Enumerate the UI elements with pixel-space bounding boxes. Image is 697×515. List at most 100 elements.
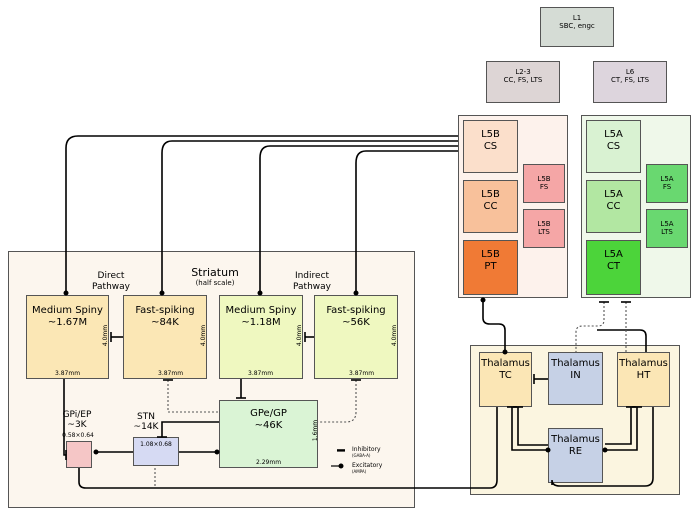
gpi-label: GPi/EP ~3K [54, 410, 100, 430]
ht-to-re-line [605, 407, 638, 451]
fs-direct-width: 3.87mm [158, 370, 184, 377]
indirect-pathway-label: Indirect Pathway [286, 271, 338, 293]
striatum-scale: (half scale) [195, 279, 235, 287]
thal-in-type: IN [570, 370, 581, 381]
ht-to-cortex-line [597, 329, 647, 352]
thal-re-type: RE [568, 446, 583, 457]
l5a-ct-box: L5A CT [586, 240, 641, 295]
l5b-lts-type: LTS [538, 228, 550, 236]
msn-direct-box: Medium Spiny ~1.67M 3.87mm 4.0mm [26, 295, 109, 379]
fs-indirect-name: Fast-spiking [326, 305, 386, 316]
cortex-l6-box: L6 CT, FS, LTS [593, 61, 667, 103]
fs1-to-gpe-dotted [167, 380, 219, 413]
re-to-ht-line [605, 407, 632, 445]
cortex-l23-box: L2-3 CC, FS, LTS [486, 61, 560, 103]
l5a-cc-label: L5A [604, 189, 623, 200]
cortex-to-msn-indirect-line [259, 145, 458, 295]
l5b-fs-label: L5B [537, 175, 551, 183]
fs-direct-name: Fast-spiking [135, 305, 195, 316]
re-to-tc-line [517, 407, 548, 446]
msn-to-gpi-line [63, 379, 66, 456]
gpi-to-thalamus-line [78, 407, 498, 489]
legend-inhibitory: Inhibitory (GABA-A) [352, 446, 381, 458]
cortex-to-in-dotted [575, 302, 605, 352]
l1-title: L1 [572, 14, 582, 22]
l6-title: L6 [625, 68, 635, 76]
thal-tc-type: TC [499, 370, 512, 381]
stn-count: ~14K [133, 422, 159, 432]
l5b-lts-label: L5B [537, 220, 551, 228]
gpe-width: 2.29mm [256, 459, 282, 466]
msn-indirect-box: Medium Spiny ~1.18M 3.87mm 4.0mm [219, 295, 303, 379]
l23-title: L2-3 [515, 68, 531, 76]
direct-label-1: Direct [97, 271, 125, 281]
fs2-to-gpe-dotted [318, 380, 357, 423]
legend-excitatory: Excitatory (AMPA) [352, 462, 382, 474]
legend-excit-label: Excitatory [352, 462, 383, 469]
l5a-cs-label: L5A [604, 129, 623, 140]
thalamus-ht-box: Thalamus HT [617, 352, 670, 407]
legend-excit-sub: (AMPA) [352, 469, 367, 474]
l5b-cs-box: L5B CS [463, 120, 518, 173]
msn-direct-width: 3.87mm [55, 370, 81, 377]
cortex-to-fs-indirect-line [355, 150, 458, 295]
thal-in-label: Thalamus [551, 358, 600, 369]
thalamus-re-box: Thalamus RE [548, 428, 603, 483]
thal-ht-label: Thalamus [619, 358, 668, 369]
l5a-cs-box: L5A CS [586, 120, 641, 173]
l1-subtitle: SBC, engc [559, 22, 595, 30]
gpi-size: 0.58×0.64 [62, 432, 94, 439]
indirect-label-2: Pathway [293, 282, 331, 292]
stn-size: 1.08×0.68 [140, 441, 172, 448]
thal-ht-type: HT [636, 370, 651, 381]
l5b-cc-type: CC [483, 201, 498, 212]
l5b-pt-type: PT [484, 261, 497, 272]
msn-indirect-width: 3.87mm [248, 370, 274, 377]
l5b-cc-box: L5B CC [463, 180, 518, 233]
stn-label: STN ~14K [128, 412, 164, 432]
msn-indirect-name: Medium Spiny [225, 305, 297, 316]
l5a-lts-box: L5A LTS [646, 209, 688, 248]
l5b-cc-label: L5B [481, 189, 500, 200]
fs-direct-count: ~84K [151, 317, 179, 328]
l5a-cs-type: CS [606, 141, 621, 152]
gpi-box [66, 441, 92, 468]
indirect-label-1: Indirect [294, 271, 330, 281]
l23-subtitle: CC, FS, LTS [503, 76, 543, 84]
pt-to-tc-line [482, 298, 506, 352]
l5a-ct-label: L5A [604, 249, 623, 260]
thal-tc-label: Thalamus [481, 358, 530, 369]
ht-loop-line [551, 407, 654, 487]
legend-inhib-sub: (GABA-A) [352, 453, 371, 458]
l5b-fs-type: FS [539, 183, 549, 191]
l5b-pt-box: L5B PT [463, 240, 518, 295]
l6-subtitle: CT, FS, LTS [610, 76, 650, 84]
gpe-to-stn-line [161, 421, 219, 437]
gpe-name: GPe/GP [250, 408, 287, 419]
msn-direct-count: ~1.67M [47, 317, 88, 328]
l5a-fs-box: L5A FS [646, 164, 688, 203]
msn-indirect-count: ~1.18M [241, 317, 281, 328]
stn-name: STN [137, 412, 155, 422]
gpi-count: ~3K [67, 420, 87, 430]
thalamus-tc-box: Thalamus TC [479, 352, 532, 407]
thal-re-label: Thalamus [551, 434, 600, 445]
l5b-cs-label: L5B [481, 129, 500, 140]
l5b-fs-box: L5B FS [523, 164, 565, 203]
l5a-cc-type: CC [606, 201, 621, 212]
cortex-l1-box: L1 SBC, engc [540, 7, 614, 47]
l5a-cc-box: L5A CC [586, 180, 641, 233]
cortex-to-fs-direct-line [161, 140, 458, 295]
direct-pathway-label: Direct Pathway [86, 271, 136, 293]
tc-to-re-line [511, 407, 548, 451]
direct-label-2: Pathway [92, 282, 130, 292]
stn-box: 1.08×0.68 [133, 437, 179, 466]
thalamus-in-box: Thalamus IN [548, 352, 603, 405]
gpi-name: GPi/EP [62, 410, 92, 420]
l5a-lts-type: LTS [661, 228, 673, 236]
fs-indirect-count: ~56K [342, 317, 370, 328]
l5a-fs-type: FS [662, 183, 672, 191]
fs-indirect-width: 3.87mm [349, 370, 375, 377]
cortex-to-msn-direct-line [65, 135, 458, 295]
